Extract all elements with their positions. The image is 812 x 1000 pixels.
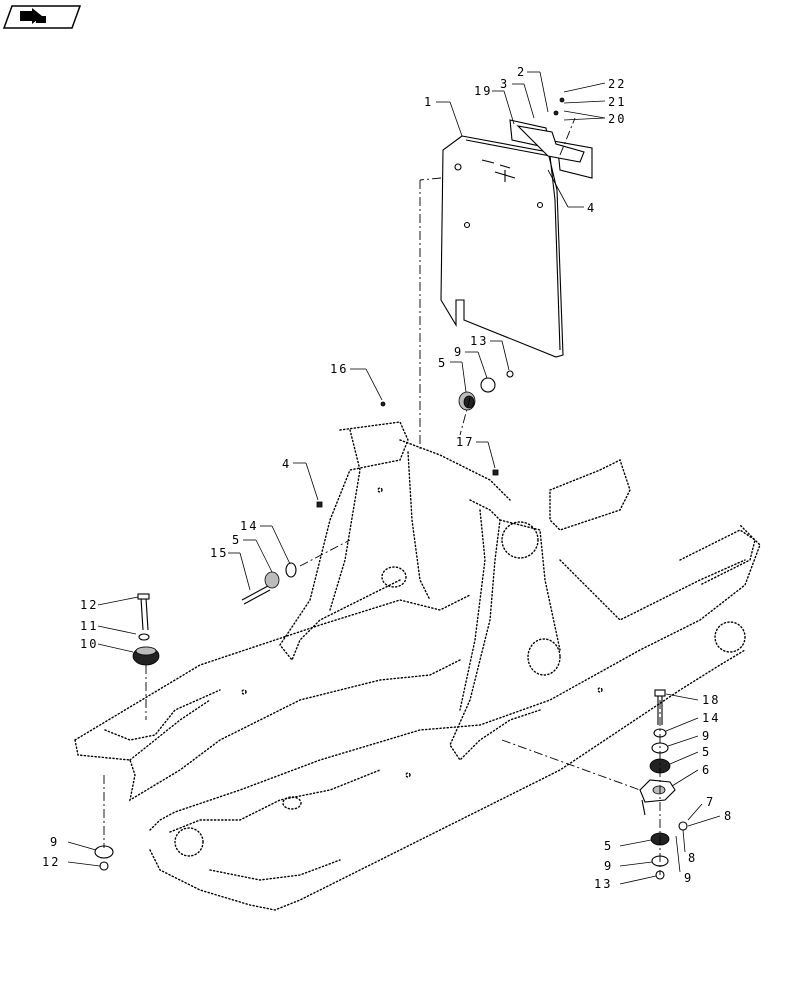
part-16 — [380, 401, 386, 407]
callout-19: 19 — [474, 84, 492, 98]
callout-5-right-b: 5 — [604, 839, 613, 853]
callout-18: 18 — [702, 693, 720, 707]
callout-4-top: 4 — [587, 201, 596, 215]
leader-lines — [67, 71, 721, 885]
callout-11: 11 — [80, 619, 98, 633]
callout-9-right-a: 9 — [702, 729, 711, 743]
callout-5-right-a: 5 — [702, 745, 711, 759]
back-button[interactable] — [2, 5, 82, 29]
callout-9-top: 9 — [454, 345, 463, 359]
callout-21: 21 — [608, 95, 626, 109]
callout-1: 1 — [424, 95, 433, 109]
callout-16: 16 — [330, 362, 348, 376]
callout-9-left: 9 — [50, 835, 59, 849]
panel-part-1 — [440, 135, 564, 358]
callout-22: 22 — [608, 77, 626, 91]
callout-17: 17 — [456, 435, 474, 449]
callout-10: 10 — [80, 637, 98, 651]
center-lines — [103, 117, 661, 875]
part-4 — [316, 501, 323, 508]
back-arrow-icon — [20, 8, 46, 24]
callout-8-a: 8 — [724, 809, 733, 823]
callout-12-a: 12 — [80, 598, 98, 612]
hardware-bottom-left — [94, 845, 114, 871]
hardware-rear-left-mount — [132, 593, 160, 666]
hardware-left-mount — [241, 562, 297, 605]
callout-6: 6 — [702, 763, 711, 777]
callout-9-right-c: 9 — [684, 871, 693, 885]
chassis-frame — [74, 421, 761, 911]
callout-labels: 1 2 3 19 22 21 20 4 5 9 13 16 17 4 14 5 … — [42, 65, 733, 891]
part-17 — [492, 469, 499, 476]
callout-4-mid: 4 — [282, 457, 291, 471]
callout-14-right: 14 — [702, 711, 720, 725]
callout-15: 15 — [210, 546, 228, 560]
callout-5-top: 5 — [438, 356, 447, 370]
callout-13-bottom: 13 — [594, 877, 612, 891]
callout-12-b: 12 — [42, 855, 60, 869]
callout-5-mid: 5 — [232, 533, 241, 547]
callout-9-right-b: 9 — [604, 859, 613, 873]
callout-3: 3 — [500, 77, 509, 91]
callout-14-mid: 14 — [240, 519, 258, 533]
callout-8-b: 8 — [688, 851, 697, 865]
callout-20: 20 — [608, 112, 626, 126]
bracket-part-19 — [509, 97, 593, 179]
callout-13-top: 13 — [470, 334, 488, 348]
callout-2: 2 — [517, 65, 526, 79]
hardware-top-mount — [458, 370, 514, 411]
hardware-right-stack — [639, 689, 688, 880]
callout-7: 7 — [706, 795, 715, 809]
